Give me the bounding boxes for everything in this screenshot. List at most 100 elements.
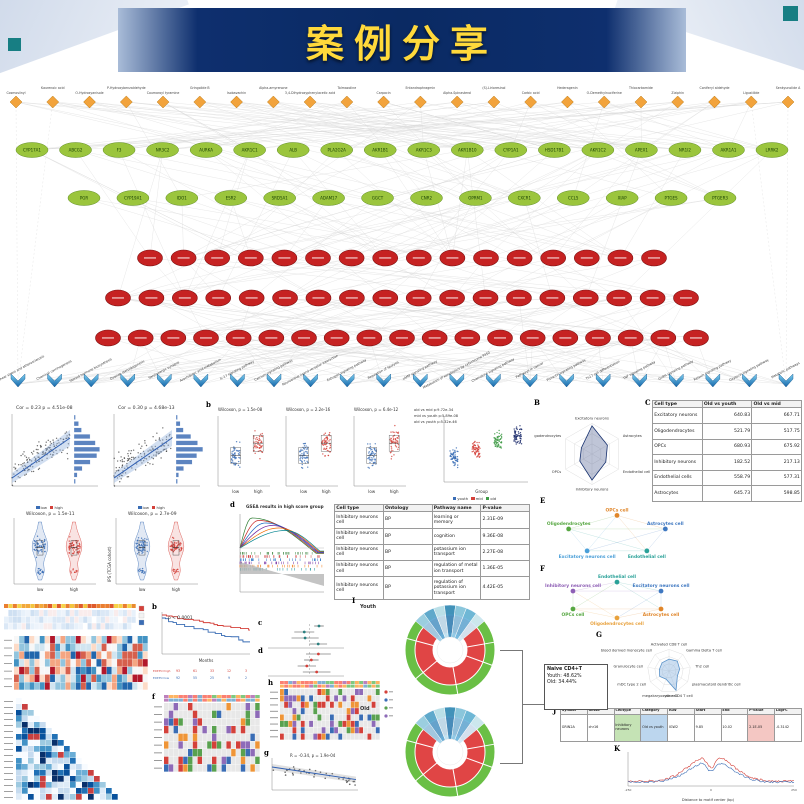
compound-label: Entandrophragmin: [405, 86, 435, 90]
compound-label: P-Hydroxybenzaldehyde: [107, 86, 146, 90]
cell-node-label: Excitatory neurons cell: [559, 554, 616, 560]
compound-label: O-Demethylnuciferine: [587, 91, 622, 95]
stratum-label: EXP35=low: [153, 676, 170, 680]
p-value-text: Wilcoxon, p = 2.7e-09: [128, 512, 177, 517]
table-cell: chr16: [586, 713, 615, 743]
compound-diamond-icon: [708, 95, 721, 109]
pathway-chevron-icon: [522, 373, 538, 388]
legend-item: high: [151, 505, 165, 510]
column-header: Old vs youth: [701, 399, 753, 409]
compound-label: (S)-Lirioresinol: [482, 86, 505, 90]
compound-label: Alpha-amyrenone: [259, 86, 287, 90]
table-cell: Old vs youth: [640, 713, 669, 743]
gene-ellipse-icon: [755, 142, 789, 158]
gene-ellipse-icon: [451, 142, 484, 158]
table-cell: 598.85: [751, 485, 802, 502]
gene-label: IDO1: [177, 195, 187, 200]
compound-label: Hederagenin: [557, 86, 578, 90]
violin-points: [135, 537, 148, 574]
gene-label: LRRK2: [766, 147, 779, 152]
table-cell: Inhibitory neurons cell: [334, 527, 384, 545]
radar-axis-label: naive CD4 T cell: [664, 694, 693, 698]
gene-label: CNR2: [421, 195, 433, 200]
table-cell: 1.36E-05: [480, 559, 530, 578]
gene-label: OPRM1: [468, 195, 483, 200]
risk-count: 55: [193, 676, 197, 680]
gene-label: CYP1A1: [503, 147, 519, 152]
pathway-chevron-icon: [595, 373, 611, 388]
cell-node-icon: [614, 615, 620, 621]
table-cell: Inhibitory neurons: [613, 713, 642, 743]
group-tick-label: low: [232, 489, 240, 494]
jitter-points: [230, 440, 241, 468]
gene-ellipse-icon: [459, 190, 492, 206]
risk-count: 2: [245, 676, 247, 680]
table-cell: learning or memory: [431, 511, 482, 529]
gene-label: GGCT: [372, 195, 384, 200]
table-cell: Inhibitory neurons cell: [334, 543, 384, 561]
legend-swatch: [49, 505, 54, 510]
jitter-points: [513, 425, 523, 445]
donut-title-youth: Youth: [360, 604, 377, 610]
compound-label: Isobavachin: [227, 91, 246, 95]
jitter-points: [299, 442, 309, 469]
radar-axis-label: Oligodendrocytes: [534, 434, 561, 438]
pathway-chevron-icon: [230, 373, 245, 388]
p-value-text: Wilcoxon, p = 1.5e-08: [218, 407, 263, 412]
table-cell: 521.79: [701, 423, 753, 440]
pathway-chevron-icon: [266, 373, 282, 388]
group-tick-label: low: [37, 587, 45, 592]
table-cell: 2.1E-05: [747, 713, 776, 743]
compound-label: Coumaroyl tyramine: [147, 91, 180, 95]
donut-title-old: Old: [360, 706, 370, 712]
gene-ellipse-icon: [410, 190, 443, 206]
column-header: Ontology: [382, 503, 433, 513]
risk-count: 25: [210, 676, 214, 680]
table-cell: 640.83: [701, 407, 753, 425]
pathway-label: Chemical carcinogenesis: [36, 359, 73, 381]
compound-diamond-icon: [744, 95, 758, 109]
teal-square-right: [783, 6, 798, 21]
compound-label: Coniferyl aldehyde: [699, 86, 729, 90]
pathway-chevron-icon: [486, 373, 501, 388]
compound-diamond-icon: [193, 95, 207, 109]
risk-count: 92: [176, 676, 180, 680]
gene-ellipse-icon: [59, 142, 92, 158]
panel-letter: f: [152, 692, 156, 701]
p-value-text: Wilcoxon, p = 1.5e-11: [26, 512, 75, 517]
panel-letter: B: [534, 398, 540, 407]
oncoprint-panel-f: f: [152, 692, 264, 778]
table-cell: Inhibitory neurons cell: [334, 511, 384, 529]
legend-label: high: [156, 505, 165, 510]
gene-ellipse-icon: [67, 190, 101, 206]
gene-label: ABCG2: [69, 147, 83, 152]
cell-fraction-callout: Naive CD4+T Youth: 48.62% Old: 34.44%: [544, 664, 608, 710]
gsea-panel: d GSEA results in high score group: [230, 500, 330, 598]
age-group-jitter-panel: old vs mid p:9.72e-34 mid vs youth p:5.8…: [412, 402, 532, 502]
jitter-points: [493, 429, 503, 449]
y-axis-label: IPS (TCGA cohort): [107, 546, 112, 582]
compound-diamond-icon: [46, 95, 60, 109]
compound-label: Tolmazoline: [337, 86, 357, 90]
compound-label: 3,4-Dihydroxyphenylacetic acid: [285, 91, 335, 95]
panel-letter: d: [230, 500, 235, 509]
correlation-triangle-heatmap-panel: [2, 694, 154, 802]
legend-item: mid: [471, 496, 483, 501]
radar-axis-label: mDC type 2 cell: [617, 682, 646, 686]
group-tick-label: high: [70, 587, 79, 592]
gene-label: XIAP: [618, 195, 628, 200]
gene-label: PTGER3: [712, 195, 728, 200]
column-header: P-value: [480, 503, 530, 513]
gene-ellipse-icon: [102, 142, 136, 158]
scatter-points: [113, 427, 173, 487]
